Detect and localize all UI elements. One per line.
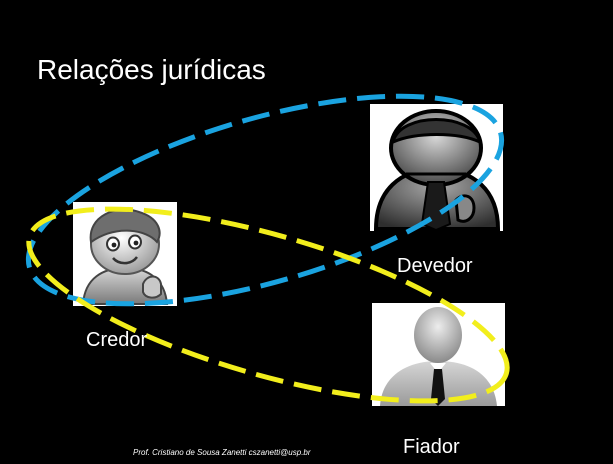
footer-credit: Prof. Cristiano de Sousa Zanetti cszanet… [133,448,311,457]
credor-label: Credor [86,329,148,351]
person-silhouette-icon [372,303,505,406]
businessman-character-icon [370,104,503,231]
devedor-label: Devedor [397,255,473,277]
slide-title: Relações jurídicas [37,54,266,85]
credor-devedor-relation-oval [25,93,505,307]
fiador-label: Fiador [403,436,460,458]
credor-fiador-relation-oval [26,206,510,404]
boy-character-icon [73,202,177,306]
